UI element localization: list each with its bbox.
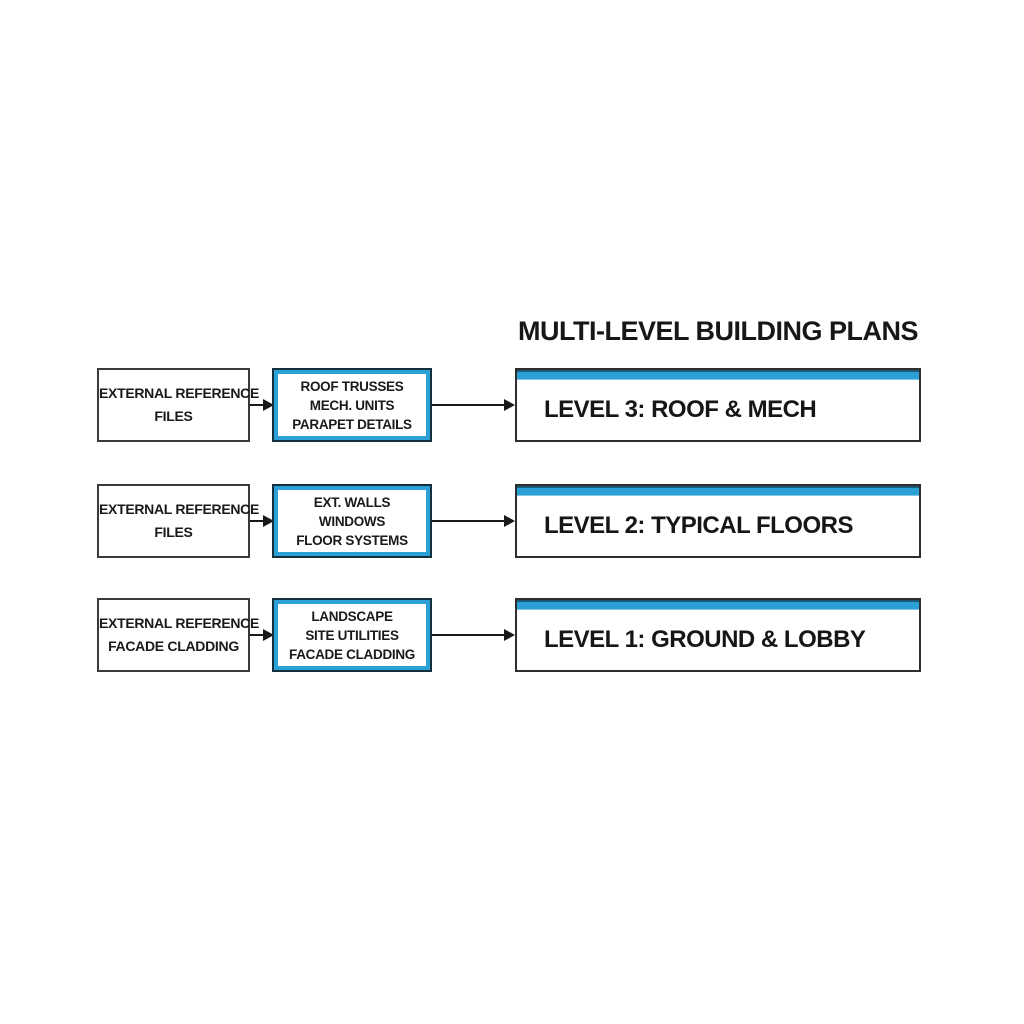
external-reference-box: EXTERNAL REFERENCE FILES: [97, 368, 260, 442]
xref-content-box: ROOF TRUSSES MECH. UNITS PARAPET DETAILS: [272, 368, 432, 442]
level-plan-box: LEVEL 2: TYPICAL FLOORS: [515, 484, 921, 558]
diagram-title: MULTI-LEVEL BUILDING PLANS: [518, 316, 919, 346]
xref-content-line: ROOF TRUSSES: [300, 378, 404, 394]
external-reference-line: FILES: [154, 524, 193, 540]
xref-content-line: LANDSCAPE: [311, 608, 393, 624]
level-box-accent-bar: [517, 486, 919, 496]
external-reference-box: EXTERNAL REFERENCE FACADE CLADDING: [97, 598, 260, 672]
xref-content-line: FLOOR SYSTEMS: [296, 532, 408, 548]
external-reference-line: FACADE CLADDING: [108, 638, 239, 654]
level-plan-box: LEVEL 1: GROUND & LOBBY: [515, 598, 921, 672]
external-reference-box: EXTERNAL REFERENCE FILES: [97, 484, 260, 558]
xref-content-line: MECH. UNITS: [309, 397, 395, 413]
xref-content-inner: ROOF TRUSSES MECH. UNITS PARAPET DETAILS: [278, 374, 426, 436]
xref-content-inner: LANDSCAPE SITE UTILITIES FACADE CLADDING: [278, 604, 426, 666]
level-box-accent-bar: [517, 600, 919, 610]
xref-content-line: EXT. WALLS: [313, 494, 391, 510]
xref-content-box: EXT. WALLS WINDOWS FLOOR SYSTEMS: [272, 484, 432, 558]
arrow-source-to-xref: [250, 399, 274, 411]
xref-content-line: SITE UTILITIES: [305, 627, 399, 643]
xref-content-inner: EXT. WALLS WINDOWS FLOOR SYSTEMS: [278, 490, 426, 552]
flow-row-level-3: EXTERNAL REFERENCE FILES ROOF TRUSSES ME…: [0, 368, 1024, 442]
arrow-xref-to-level: [432, 515, 515, 527]
level-box-accent-bar: [517, 370, 919, 380]
level-label: LEVEL 2: TYPICAL FLOORS: [544, 512, 853, 539]
xref-content-line: PARAPET DETAILS: [292, 416, 412, 432]
external-reference-line: EXTERNAL REFERENCE: [99, 501, 260, 517]
flow-row-level-2: EXTERNAL REFERENCE FILES EXT. WALLS WIND…: [0, 484, 1024, 558]
level-label: LEVEL 3: ROOF & MECH: [544, 396, 817, 423]
level-label-wrap: LEVEL 1: GROUND & LOBBY: [517, 610, 919, 670]
level-label-wrap: LEVEL 3: ROOF & MECH: [517, 380, 919, 440]
external-reference-line: EXTERNAL REFERENCE: [99, 615, 260, 631]
arrow-source-to-xref: [250, 515, 274, 527]
xref-content-line: WINDOWS: [318, 513, 386, 529]
level-label: LEVEL 1: GROUND & LOBBY: [544, 626, 866, 653]
external-reference-line: FILES: [154, 408, 193, 424]
level-label-wrap: LEVEL 2: TYPICAL FLOORS: [517, 496, 919, 556]
arrow-xref-to-level: [432, 629, 515, 641]
flow-row-level-1: EXTERNAL REFERENCE FACADE CLADDING LANDS…: [0, 598, 1024, 672]
level-plan-box: LEVEL 3: ROOF & MECH: [515, 368, 921, 442]
xref-content-box: LANDSCAPE SITE UTILITIES FACADE CLADDING: [272, 598, 432, 672]
external-reference-line: EXTERNAL REFERENCE: [99, 385, 260, 401]
arrow-source-to-xref: [250, 629, 274, 641]
arrow-xref-to-level: [432, 399, 515, 411]
xref-content-line: FACADE CLADDING: [289, 646, 415, 662]
